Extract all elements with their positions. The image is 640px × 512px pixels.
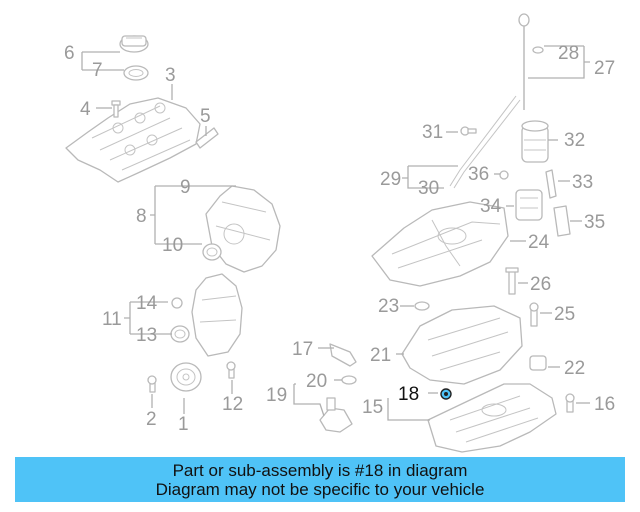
callout-8: 8: [136, 206, 147, 227]
callout-18-highlighted: 18: [398, 384, 419, 405]
banner-line-disclaimer: Diagram may not be specific to your vehi…: [155, 479, 485, 499]
callout-32: 32: [564, 130, 585, 151]
lower-timing-cover-part[interactable]: [191, 273, 243, 357]
callout-35: 35: [584, 212, 605, 233]
callout-6: 6: [64, 43, 75, 64]
oil-filler-cap-part[interactable]: [119, 35, 149, 53]
info-banner: Part or sub-assembly is #18 in diagram D…: [15, 457, 625, 502]
crank-seal-part[interactable]: [170, 325, 190, 343]
callout-16: 16: [594, 394, 615, 415]
callout-36: 36: [468, 164, 489, 185]
callout-33: 33: [572, 172, 593, 193]
oring-20-part[interactable]: [341, 375, 357, 385]
callout-4: 4: [80, 99, 91, 120]
valve-cover-part[interactable]: [65, 97, 201, 183]
small-cap-part[interactable]: [171, 297, 183, 309]
oring-23-part[interactable]: [414, 301, 430, 311]
callout-11: 11: [102, 309, 122, 330]
bolt-25-part[interactable]: [529, 302, 539, 327]
oil-pump-part[interactable]: [515, 189, 543, 221]
leader-lines: [81, 45, 590, 421]
drain-plug-part[interactable]: [319, 397, 353, 433]
callout-labels: 6 7 3 4 5 9 8 10 14 11 13 2 1 12 17 20 1…: [64, 43, 615, 435]
callout-9: 9: [180, 177, 191, 198]
cover-gasket-part[interactable]: [195, 127, 219, 149]
callout-25: 25: [554, 304, 575, 325]
crank-pulley-part[interactable]: [170, 362, 202, 392]
callout-21: 21: [370, 345, 391, 366]
callout-20: 20: [306, 371, 327, 392]
callout-28: 28: [558, 43, 579, 64]
pulley-bolt-part[interactable]: [147, 375, 157, 393]
callout-13: 13: [136, 325, 157, 346]
clip-36-part[interactable]: [499, 170, 509, 180]
parts-diagram: 6 7 3 4 5 9 8 10 14 11 13 2 1 12 17 20 1…: [64, 13, 615, 453]
bracket-35-part[interactable]: [553, 205, 571, 237]
cap-seal-part[interactable]: [123, 65, 149, 81]
bolt-16-part[interactable]: [565, 393, 575, 413]
timing-cover-seal-part[interactable]: [202, 243, 222, 261]
callout-30: 30: [418, 178, 439, 199]
stud-bolt-part[interactable]: [226, 361, 236, 379]
callout-12: 12: [222, 394, 243, 415]
bolt-26-part[interactable]: [505, 267, 519, 295]
dipstick-seal-part[interactable]: [532, 46, 544, 54]
callout-31: 31: [422, 122, 443, 143]
callout-23: 23: [378, 296, 399, 317]
callout-7: 7: [92, 60, 103, 81]
callout-19: 19: [266, 385, 287, 406]
callout-26: 26: [530, 274, 551, 295]
callout-17: 17: [292, 339, 313, 360]
callout-5: 5: [200, 106, 211, 127]
baffle-plate-part[interactable]: [401, 305, 523, 385]
sensor-33-part[interactable]: [545, 169, 557, 199]
callout-15: 15: [362, 397, 383, 418]
highlighted-part-18[interactable]: [440, 388, 452, 400]
upper-oil-pan-part[interactable]: [371, 201, 509, 287]
callout-29: 29: [380, 169, 401, 190]
callout-2: 2: [146, 409, 157, 430]
callout-14: 14: [136, 293, 158, 314]
lower-oil-pan-part[interactable]: [427, 383, 557, 453]
callout-10: 10: [162, 235, 183, 256]
callout-3: 3: [165, 65, 176, 86]
valve-cover-bolt-part[interactable]: [111, 100, 121, 118]
callout-27: 27: [594, 58, 615, 79]
callout-22: 22: [564, 358, 585, 379]
callout-34: 34: [480, 196, 502, 217]
oil-filter-part[interactable]: [521, 120, 549, 163]
callout-1: 1: [178, 414, 189, 435]
dipstick-part[interactable]: [449, 13, 530, 189]
upper-timing-cover-part[interactable]: [205, 185, 281, 273]
cap-22-part[interactable]: [529, 355, 547, 371]
dipstick-tube-bolt-part[interactable]: [460, 126, 477, 136]
sensor-part[interactable]: [329, 343, 357, 367]
banner-line-part-number: Part or sub-assembly is #18 in diagram: [172, 460, 468, 480]
callout-24: 24: [528, 232, 550, 253]
